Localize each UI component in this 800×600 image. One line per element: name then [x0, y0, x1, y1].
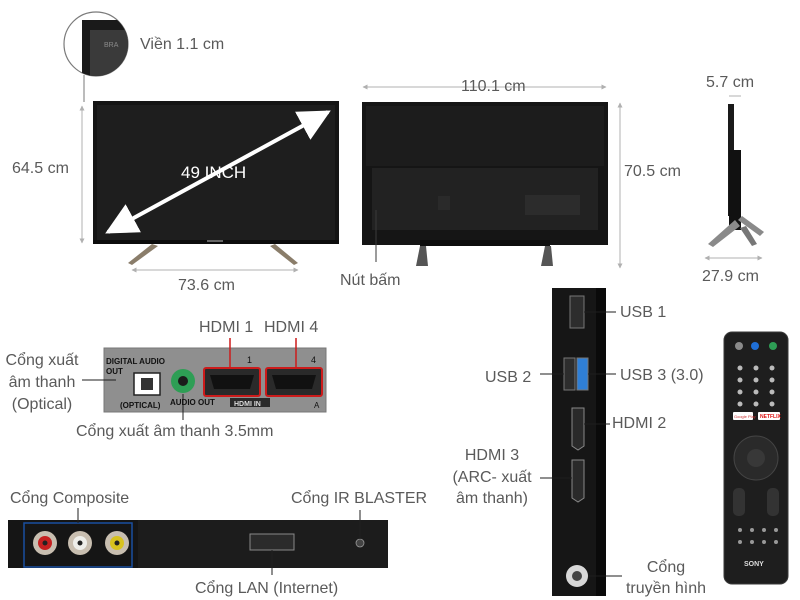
- width-back-label: 110.1 cm: [461, 78, 526, 95]
- usb3-label: USB 3 (3.0): [620, 367, 704, 384]
- tv-port-label-line2: truyền hình: [625, 580, 707, 597]
- hdmi1-label: HDMI 1: [199, 319, 254, 336]
- hdmi4-label: HDMI 4: [264, 319, 319, 336]
- usb2-label: USB 2: [485, 369, 532, 386]
- optical-label-line2: âm thanh: [8, 374, 76, 391]
- hdmi3-label-line3: âm thanh): [455, 490, 529, 507]
- usb1-label: USB 1: [620, 304, 667, 321]
- audio-out-text: AUDIO OUT: [170, 398, 215, 407]
- lan-label: Cổng LAN (Internet): [195, 580, 339, 597]
- optical-label-line3: (Optical): [11, 396, 73, 413]
- side-port-panel: [552, 288, 606, 596]
- optical-label-line1: Cổng xuất: [5, 352, 79, 369]
- depth-top-label: 5.7 cm: [706, 74, 755, 91]
- ir-blaster-label: Cổng IR BLASTER: [291, 490, 428, 507]
- optical-text: (OPTICAL): [120, 401, 161, 410]
- bezel-magnifier: [63, 11, 129, 102]
- tv-side-view: [708, 104, 764, 247]
- hdmi2-label: HDMI 2: [612, 415, 667, 432]
- diagonal-arrow: [105, 110, 331, 234]
- panel-a-text: A: [314, 401, 320, 410]
- remote-control: [723, 331, 789, 585]
- stand-width-label: 73.6 cm: [178, 277, 235, 294]
- port1-text: 1: [247, 355, 252, 365]
- port4-text: 4: [311, 355, 316, 365]
- netflix-text: NETFLIX: [760, 414, 781, 420]
- button-label: Nút bấm: [340, 272, 401, 289]
- composite-label: Cổng Composite: [10, 490, 130, 507]
- hdmi3-label-line2: (ARC- xuất: [452, 469, 532, 486]
- tv-back-view: [362, 102, 608, 266]
- bezel-brand-text: BRA: [104, 42, 119, 49]
- digital-audio-text: DIGITAL AUDIO: [106, 357, 165, 366]
- screen-size-label: 49 INCH: [181, 163, 247, 182]
- bottom-port-strip: [8, 520, 388, 568]
- hdmi3-label-line1: HDMI 3: [464, 447, 520, 464]
- hdmi-in-text: HDMI IN: [234, 401, 261, 408]
- depth-stand-label: 27.9 cm: [702, 268, 759, 285]
- google-play-text: Google Play: [734, 414, 756, 419]
- height-front-label: 64.5 cm: [12, 160, 69, 177]
- bezel-label: Viền 1.1 cm: [140, 36, 225, 53]
- out-text: OUT: [106, 367, 123, 376]
- audio-hdmi-panel: [103, 347, 327, 413]
- audio35-label: Cổng xuất âm thanh 3.5mm: [76, 423, 274, 440]
- tv-port-label-line1: Cổng: [646, 559, 686, 576]
- height-back-label: 70.5 cm: [624, 163, 681, 180]
- remote-brand-text: SONY: [744, 561, 764, 568]
